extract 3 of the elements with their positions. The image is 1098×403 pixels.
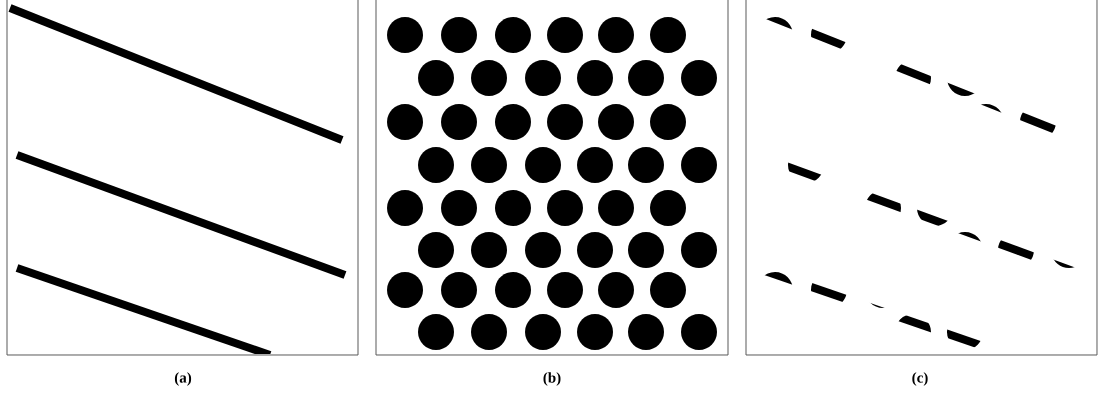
panel-label: (c) bbox=[912, 372, 928, 386]
panel-label: (b) bbox=[543, 372, 561, 386]
panel-label: (a) bbox=[174, 372, 192, 386]
